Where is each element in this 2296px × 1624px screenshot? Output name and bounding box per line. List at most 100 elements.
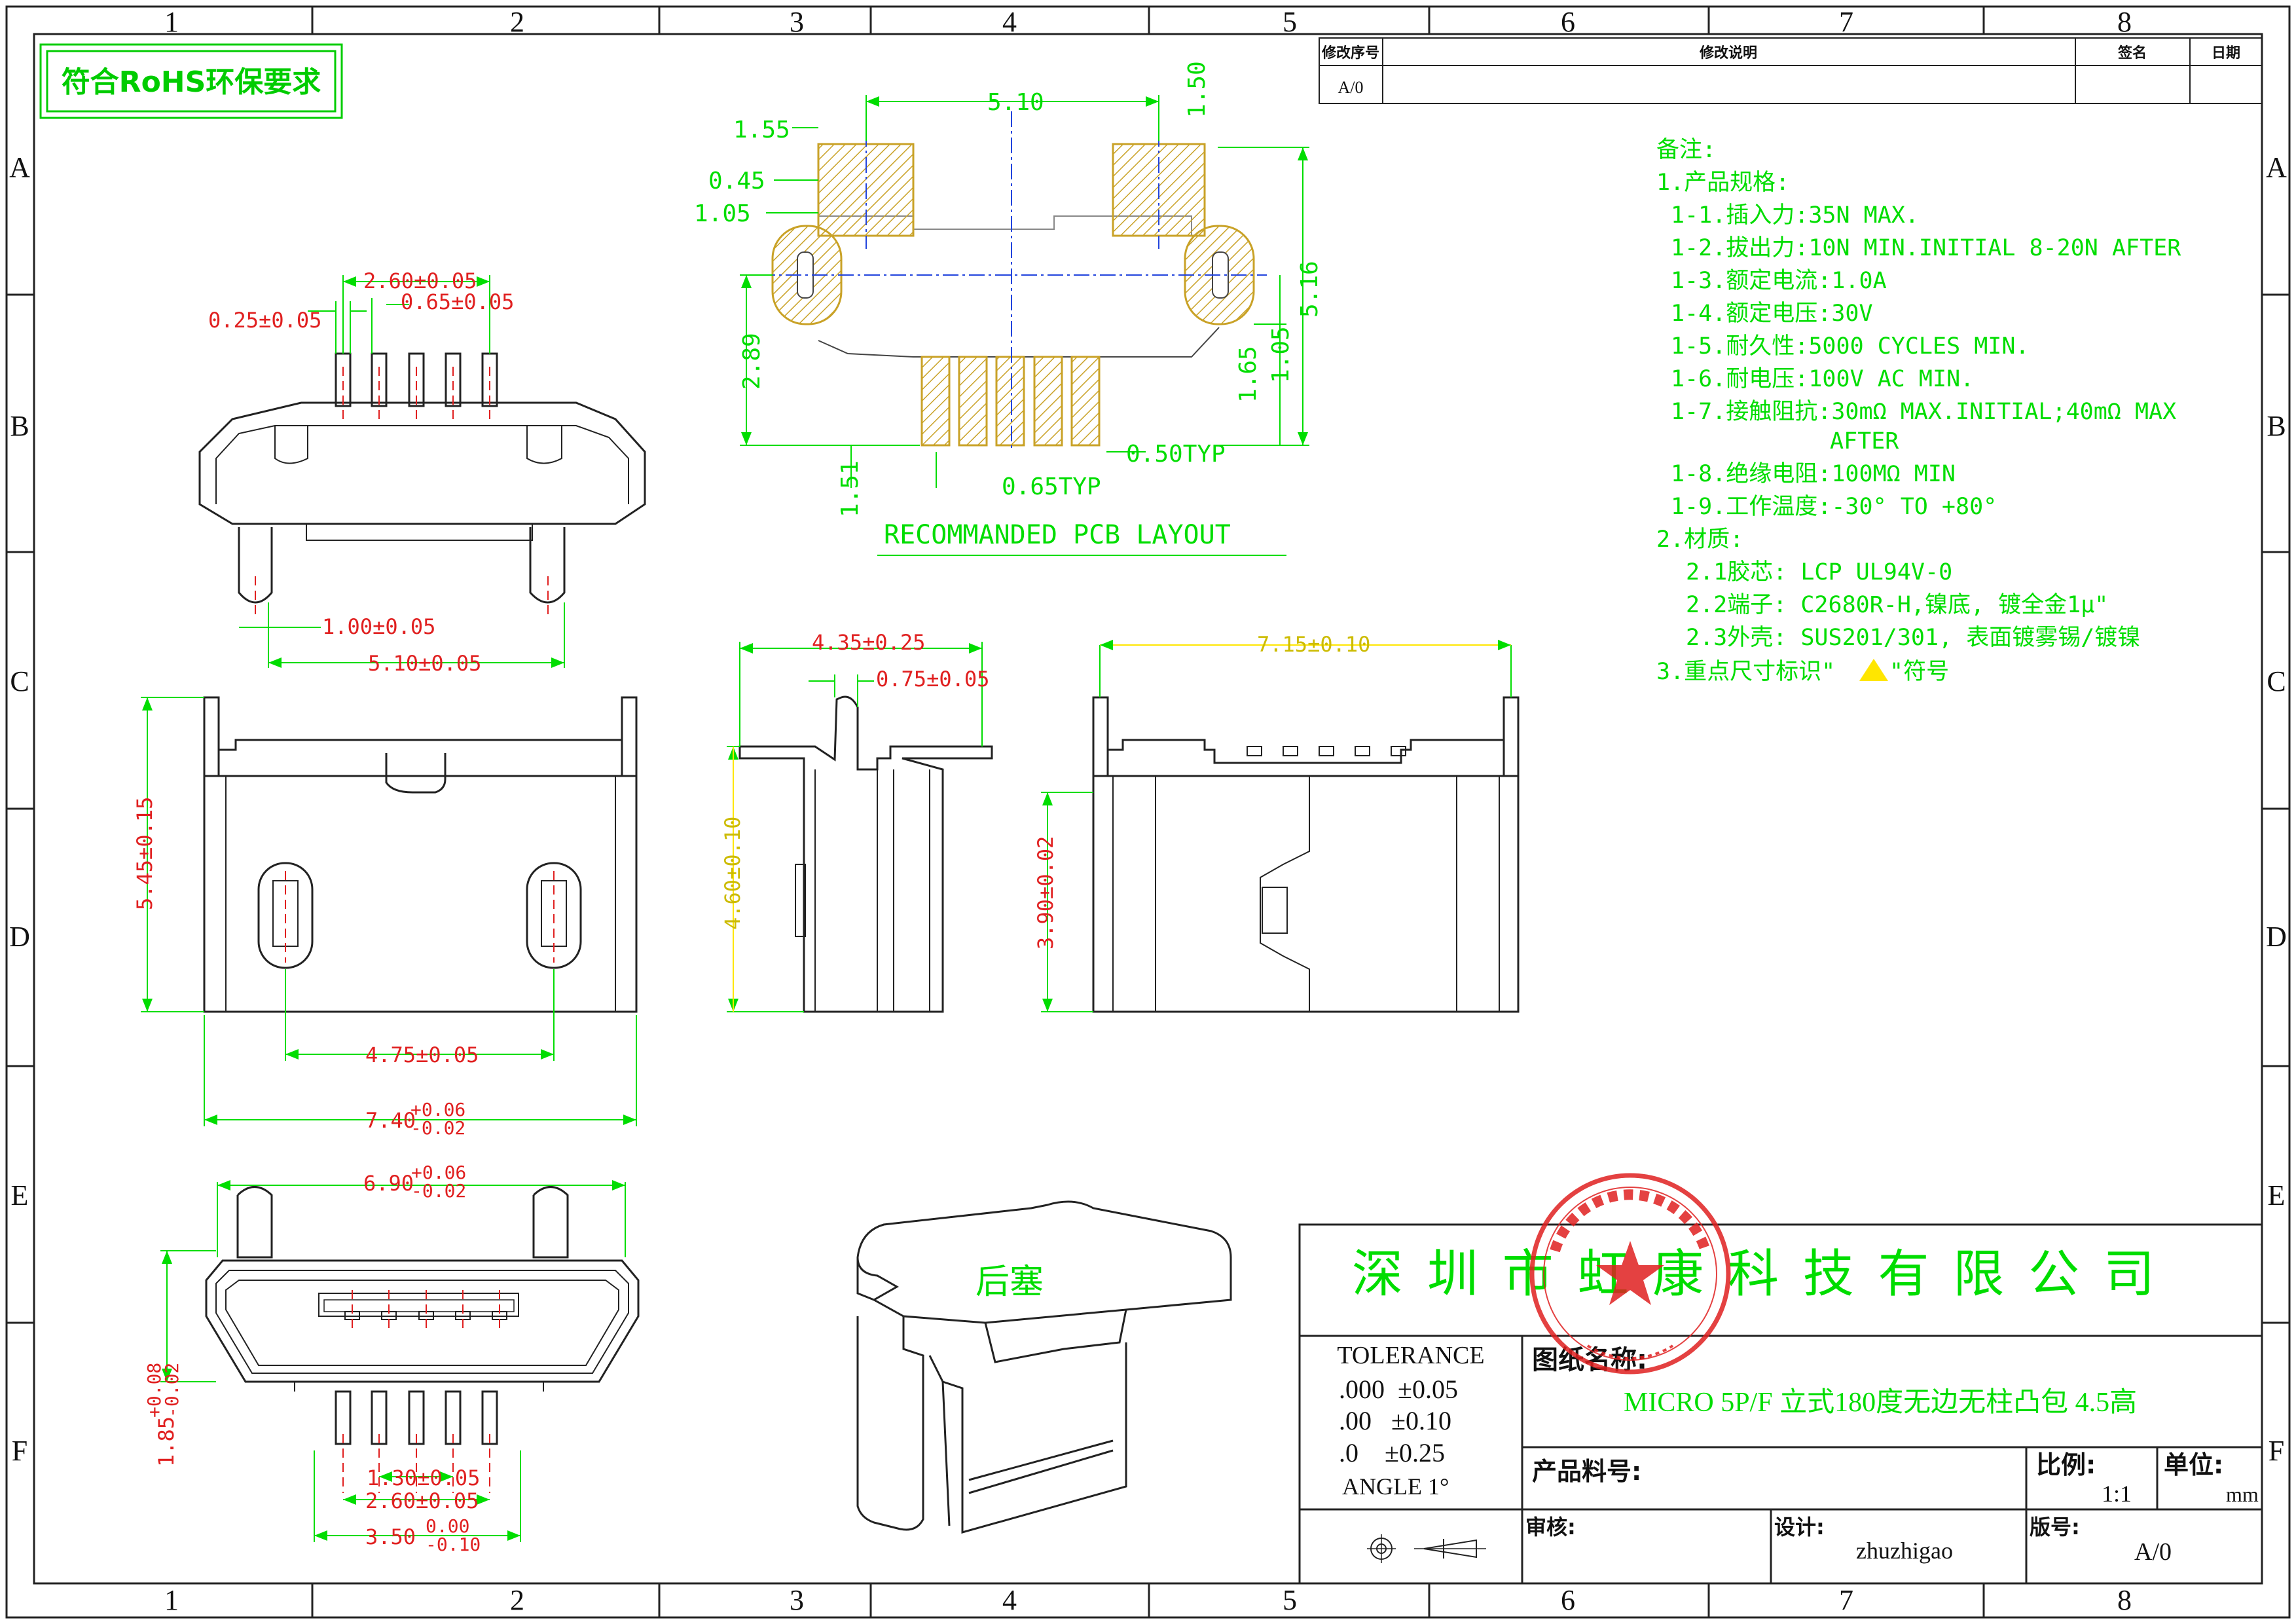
scale-value: 1:1 (2102, 1481, 2132, 1507)
rohs-badge-text: 符合RoHS环保要求 (62, 65, 321, 99)
pcb-dim-1-05-left: 1.05 (694, 200, 751, 227)
key-dimension-triangle-icon (1859, 659, 1888, 681)
side-dim-4-35: 4.35±0.25 (812, 630, 925, 655)
bottom-dim-1-85-lower: -0.02 (161, 1363, 183, 1418)
front-dim-7-40-lower: -0.02 (410, 1117, 465, 1139)
column-ticks (7, 7, 2289, 1617)
rev-row-no: A/0 (1338, 78, 1364, 97)
material-2-2: 2.2端子: C2680R-H,镍底, 镀全金1μ" (1686, 592, 2108, 618)
rev-header-sign: 签名 (2117, 45, 2147, 62)
bottom-dim-1-85: 1.85 (154, 1416, 179, 1467)
note-1-5: 1-5.耐久性:5000 CYCLES MIN. (1671, 333, 2030, 360)
col-label-1-top: 1 (164, 6, 179, 38)
material-2-1: 2.1胶芯: LCP UL94V-0 (1686, 559, 1952, 585)
notes-title: 备注: (1656, 137, 1716, 163)
col-label-4-bottom: 4 (1002, 1584, 1017, 1616)
col-label-4-top: 4 (1002, 6, 1017, 38)
tolerance-row-2: .00 ±0.10 (1339, 1406, 1451, 1435)
notes-section-1: 1.产品规格: (1656, 170, 1789, 196)
version-label: 版号: (2030, 1515, 2080, 1540)
title-block: 深 圳 市 虹 康 科 技 有 限 公 司 TOLERANCE .000 ±0.… (1298, 1223, 2263, 1585)
note-1-1: 1-1.插入力:35N MAX. (1671, 202, 1919, 229)
pcb-dim-1-51: 1.51 (837, 460, 864, 517)
design-label: 设计: (1774, 1515, 1825, 1540)
side-view: 4.35±0.25 0.75±0.05 4.60±0.10 (720, 630, 993, 1013)
bottom-dim-6-90-lower: -0.02 (411, 1180, 466, 1202)
version-value: A/0 (2134, 1538, 2172, 1566)
note-1-9: 1-9.工作温度:-30° TO +80° (1671, 494, 1997, 520)
col-label-3-top: 3 (790, 6, 804, 38)
bottom-dim-2-60: 2.60±0.05 (365, 1488, 479, 1513)
unit-label: 单位: (2164, 1450, 2223, 1479)
col-label-8-bottom: 8 (2117, 1584, 2132, 1616)
front-dim-7-40: 7.40 (365, 1108, 416, 1133)
side-dim-0-75: 0.75±0.05 (876, 667, 989, 692)
col-label-5-bottom: 5 (1283, 1584, 1297, 1616)
part-no-label: 产品料号: (1532, 1457, 1641, 1486)
pcb-dim-1-65: 1.65 (1235, 346, 1262, 403)
pcb-dim-1-55: 1.55 (733, 117, 790, 143)
row-label-a-left: A (9, 151, 30, 183)
company-name: 深 圳 市 虹 康 科 技 有 限 公 司 (1352, 1245, 2159, 1304)
row-label-f-right: F (2269, 1435, 2284, 1467)
bottom-dim-1-30: 1.30±0.05 (367, 1466, 480, 1490)
row-label-b-right: B (2267, 410, 2286, 442)
row-label-d-right: D (2266, 921, 2287, 953)
bottom-dim-1-85-upper: +0.08 (143, 1363, 165, 1418)
bottom-dim-6-90: 6.90 (363, 1171, 414, 1196)
side-dim-4-60: 4.60±0.10 (720, 817, 745, 930)
notes-block: 备注: 1.产品规格: 1-1.插入力:35N MAX. 1-2.拔出力:10N… (1656, 137, 2181, 685)
col-label-7-bottom: 7 (1839, 1584, 1853, 1616)
seal-star-icon (1596, 1241, 1664, 1305)
notes-section-3b: "符号 (1889, 659, 1949, 685)
pcb-layout-caption: RECOMMANDED PCB LAYOUT (884, 520, 1231, 550)
tf-dim-0-25: 0.25±0.05 (208, 308, 321, 333)
row-label-c-right: C (2267, 665, 2286, 697)
front-view: 5.45±0.15 4.75±0.05 7.40 +0.06 -0.02 (132, 696, 638, 1139)
front-dim-5-45: 5.45±0.15 (132, 797, 157, 910)
bottom-view: 6.90 +0.06 -0.02 1.85 +0.08 -0.02 1.30±0… (143, 1162, 640, 1555)
col-label-2-top: 2 (510, 6, 524, 38)
row-label-d-left: D (9, 921, 30, 953)
tolerance-angle: ANGLE 1° (1342, 1473, 1449, 1500)
rev-header-date: 日期 (2212, 45, 2240, 62)
tf-dim-0-65: 0.65±0.05 (401, 289, 514, 314)
col-label-6-top: 6 (1561, 6, 1575, 38)
bottom-dim-3-50: 3.50 (365, 1524, 416, 1549)
projection-symbol-icon (1367, 1534, 1486, 1563)
back-dim-7-15: 7.15±0.10 (1257, 632, 1370, 657)
row-label-f-left: F (12, 1435, 27, 1467)
bottom-dim-3-50-upper: 0.00 (426, 1515, 469, 1537)
col-label-5-top: 5 (1283, 6, 1297, 38)
note-1-8: 1-8.绝缘电阻:100MΩ MIN (1671, 461, 1956, 487)
row-label-a-right: A (2266, 151, 2287, 183)
back-dim-3-90: 3.90±0.02 (1033, 836, 1058, 950)
tf-dim-2-60: 2.60±0.05 (363, 268, 477, 293)
row-label-e-left: E (11, 1179, 29, 1211)
unit-value: mm (2226, 1483, 2259, 1506)
notes-section-3a: 3.重点尺寸标识" (1656, 659, 1835, 685)
scale-label: 比例: (2036, 1450, 2096, 1479)
col-label-3-bottom: 3 (790, 1584, 804, 1616)
pcb-dim-5-16: 5.16 (1296, 261, 1323, 318)
tf-dim-5-10: 5.10±0.05 (368, 651, 481, 676)
material-2-3: 2.3外壳: SUS201/301, 表面镀雾锡/镀镍 (1686, 625, 2140, 651)
designer-name: zhuzhigao (1856, 1538, 1953, 1564)
rohs-badge: 符合RoHS环保要求 (39, 43, 343, 119)
col-label-6-bottom: 6 (1561, 1584, 1575, 1616)
plug-label: 后塞 (975, 1263, 1044, 1302)
row-label-c-left: C (10, 665, 29, 697)
pcb-dim-1-50: 1.50 (1184, 61, 1211, 118)
pcb-dim-0-45: 0.45 (708, 168, 765, 194)
col-label-8-top: 8 (2117, 6, 2132, 38)
company-seal (1529, 1173, 1731, 1375)
tolerance-row-3: .0 ±0.25 (1339, 1438, 1445, 1467)
note-1-7: 1-7.接触阻抗:30mΩ MAX.INITIAL;40mΩ MAX (1671, 399, 2176, 425)
front-dim-4-75: 4.75±0.05 (365, 1043, 479, 1067)
pcb-dim-5-10: 5.10 (987, 89, 1044, 116)
pcb-dim-0-50typ: 0.50TYP (1126, 441, 1226, 468)
rev-header-no: 修改序号 (1321, 45, 1379, 62)
col-label-2-bottom: 2 (510, 1584, 524, 1616)
review-label: 审核: (1525, 1515, 1576, 1540)
top-front-view: 2.60±0.05 0.25±0.05 0.65±0.05 1.00±0.05 … (198, 268, 646, 676)
